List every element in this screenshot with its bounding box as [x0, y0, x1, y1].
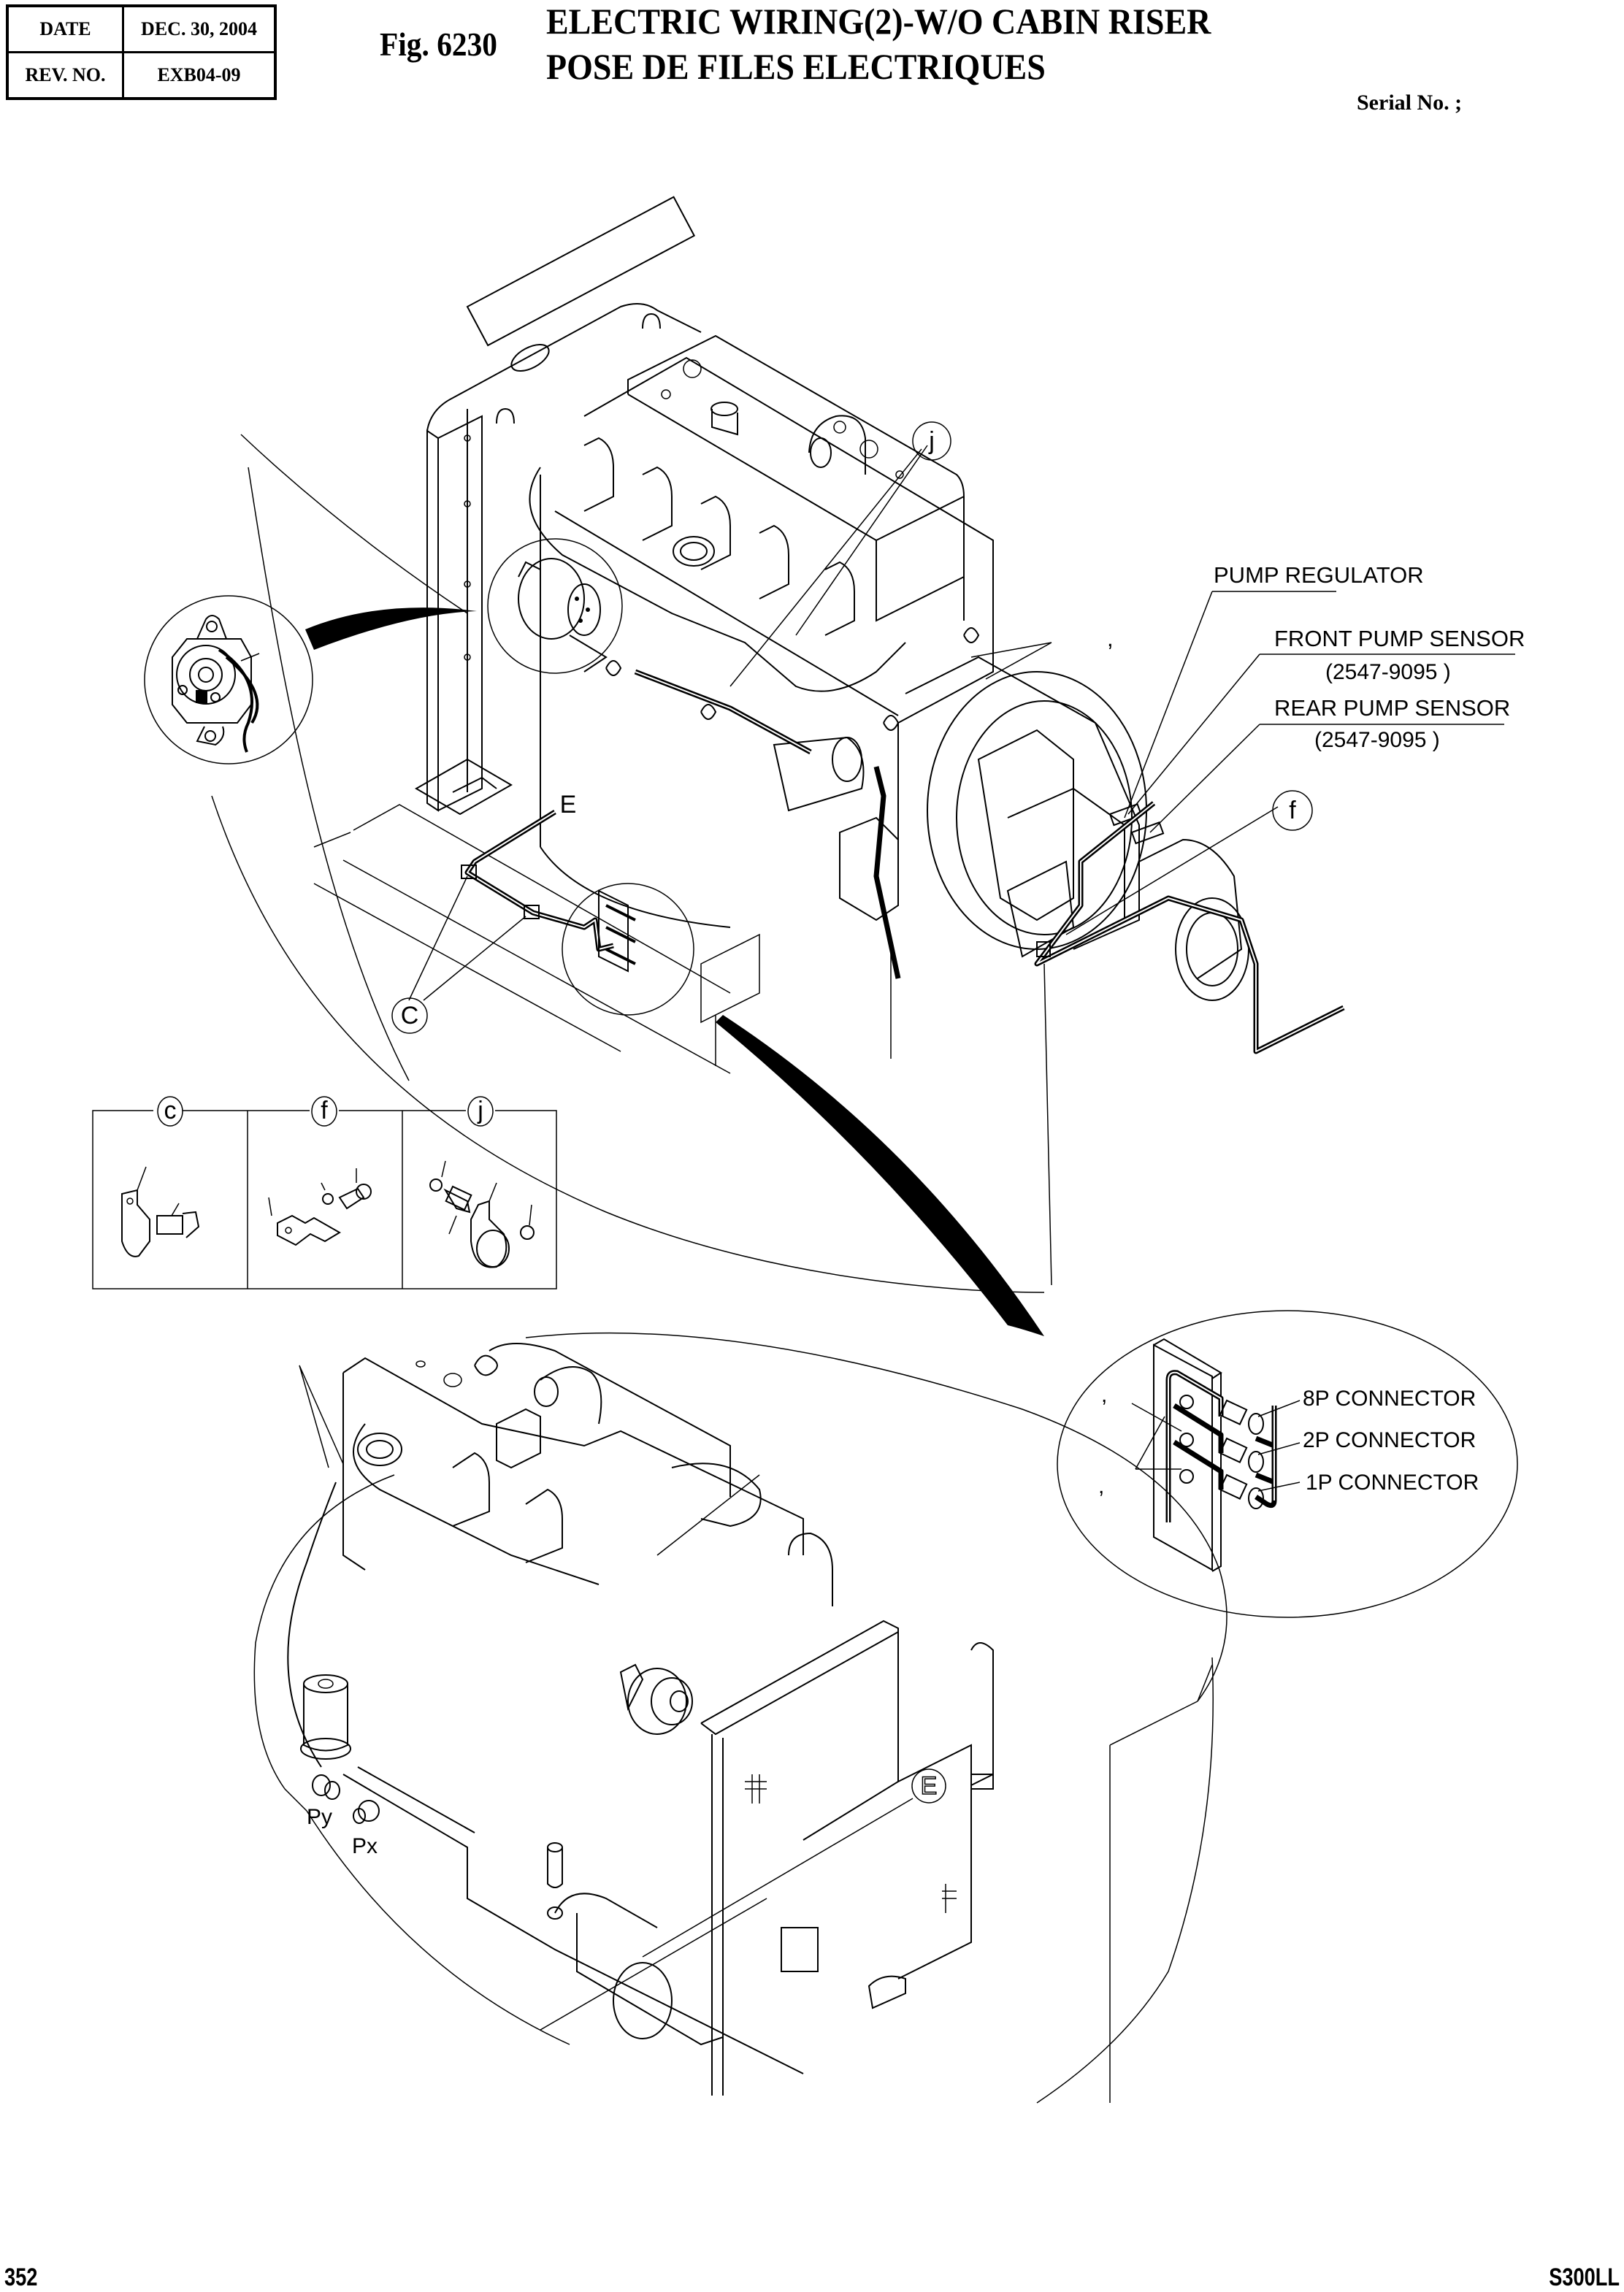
frame-base	[313, 804, 1052, 1286]
callout-j: j	[912, 421, 951, 461]
comma-leaders	[1131, 1403, 1182, 1470]
callout-f: f	[1272, 790, 1313, 831]
label-rear-pump-sensor-part: (2547-9095 )	[1314, 728, 1440, 752]
revision-table: DATE DEC. 30, 2004 REV. NO. EXB04-09	[6, 4, 277, 100]
leader-rear-sensor	[1149, 724, 1504, 833]
serial-number-label: Serial No. ;	[1357, 91, 1463, 115]
label-front-pump-sensor-part: (2547-9095 )	[1325, 660, 1451, 684]
label-front-pump-sensor: FRONT PUMP SENSOR	[1274, 626, 1525, 651]
oil-filter	[300, 1674, 351, 1760]
callout-e-upper: E	[560, 791, 577, 819]
label-1p-connector: 1P CONNECTOR	[1306, 1471, 1479, 1495]
detail-arc	[211, 795, 1045, 1293]
connector-2p	[1179, 1433, 1264, 1473]
date-label: DATE	[6, 4, 124, 53]
alternator-detail	[144, 595, 477, 764]
figure-number: Fig. 6230	[380, 26, 498, 63]
leader-pump-regulator	[1124, 591, 1336, 819]
comma-mark: ,	[1107, 626, 1114, 651]
alternator	[487, 538, 623, 674]
detail-panel-j: j	[429, 1095, 535, 1268]
title-french: POSE DE FILES ELECTRIQUES	[546, 46, 1046, 87]
comma-mark-upper: ,	[1101, 1383, 1107, 1407]
leader-line	[240, 434, 468, 614]
flywheel-housing	[773, 656, 1249, 1001]
engine-block	[529, 334, 994, 928]
connector-leaders	[1257, 1400, 1301, 1492]
svg-text:f: f	[321, 1097, 328, 1124]
upper-engine-assembly	[144, 196, 1515, 1336]
alternator-lower	[619, 1663, 693, 1735]
callout-c: C	[391, 997, 428, 1034]
label-rear-pump-sensor: REAR PUMP SENSOR	[1274, 695, 1510, 721]
leader-front-sensor	[1127, 654, 1515, 815]
label-py: Py	[307, 1805, 332, 1829]
page-number: 352	[4, 2264, 38, 2291]
leader-j	[729, 445, 928, 687]
lower-engine-assembly: Py Px	[253, 1332, 1227, 2104]
label-8p-connector: 8P CONNECTOR	[1303, 1387, 1476, 1411]
connector-8p	[1179, 1395, 1264, 1435]
leader-c	[408, 875, 526, 1001]
detail-pointer-arrow-large	[716, 1015, 1044, 1336]
rev-label: REV. NO.	[6, 51, 124, 100]
detail-panel-c: c	[121, 1095, 200, 1257]
detail-panel-f: f	[268, 1095, 372, 1246]
pressure-sensor-py	[312, 1774, 340, 1800]
detail-panels: c f j	[92, 1095, 557, 1289]
label-pump-regulator: PUMP REGULATOR	[1214, 562, 1424, 588]
callout-e-lower: E	[911, 1768, 946, 1804]
connector-detail: , , 8P CONNECTOR 2P CONNECTOR 1P CONNECT…	[1057, 1310, 1518, 1618]
svg-text:E: E	[921, 1772, 938, 1800]
connector-1p	[1179, 1469, 1264, 1509]
label-px: Px	[352, 1834, 378, 1858]
model-number: S300LL	[1549, 2264, 1620, 2291]
wiring-harness-upper	[461, 627, 1345, 1054]
svg-text:c: c	[164, 1097, 177, 1124]
comma-mark-lower: ,	[1098, 1474, 1104, 1498]
leader-arc	[248, 467, 410, 1081]
pressure-sensor-px	[353, 1800, 380, 1824]
rev-value: EXB04-09	[122, 51, 277, 100]
radiator	[415, 196, 702, 816]
outline-arc	[525, 1332, 1227, 1702]
connector-block-small	[562, 883, 694, 1016]
svg-text:f: f	[1289, 797, 1296, 824]
svg-text:j: j	[477, 1097, 483, 1124]
date-value: DEC. 30, 2004	[122, 4, 277, 53]
detail-pointer-arrow	[305, 608, 477, 650]
label-2p-connector: 2P CONNECTOR	[1303, 1428, 1476, 1452]
leader-e-lower	[642, 1798, 914, 1958]
svg-text:C: C	[401, 1002, 419, 1030]
radiator-lower	[700, 1620, 994, 2096]
svg-text:j: j	[928, 427, 935, 455]
leader-f	[1065, 806, 1279, 935]
title-english: ELECTRIC WIRING(2)-W/O CABIN RISER	[546, 1, 1211, 42]
leader-clamp	[970, 642, 1052, 680]
